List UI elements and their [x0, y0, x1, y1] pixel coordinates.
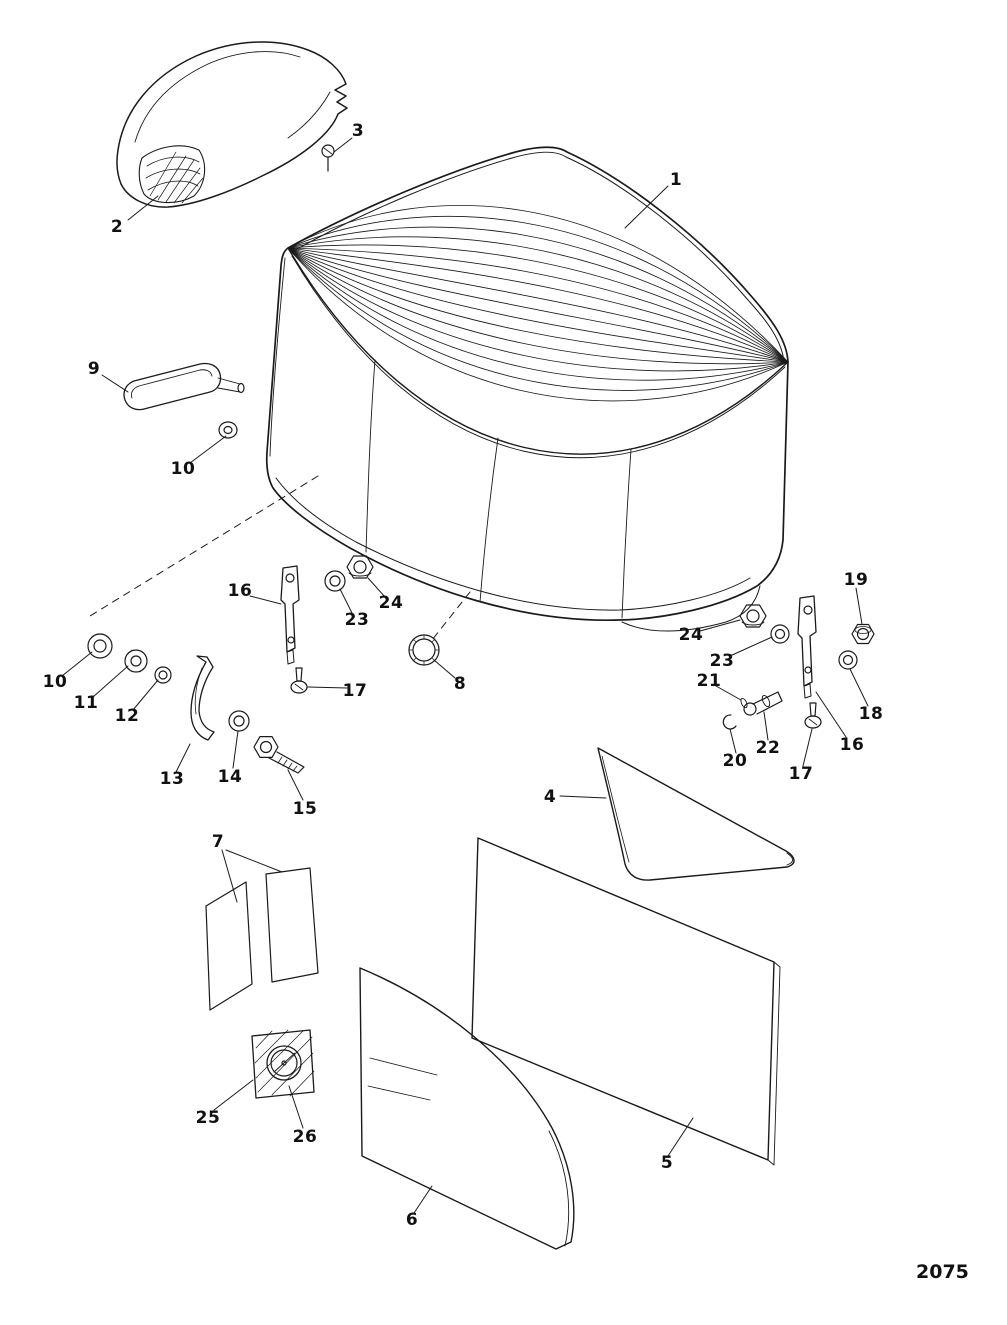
cowl-ribs: [287, 205, 789, 402]
latch-hardware-drawing: [87, 633, 305, 774]
panel-5-drawing: [471, 837, 781, 1166]
part-callout-25: 25: [195, 1108, 221, 1128]
part-callout-6: 6: [405, 1210, 419, 1230]
right-bracket-group-drawing: [722, 595, 875, 730]
part-callout-2: 2: [110, 217, 124, 237]
grip-hatching: [149, 151, 204, 204]
part-callout-20: 20: [722, 751, 748, 771]
part-callout-19: 19: [843, 570, 869, 590]
front-cap-drawing: [116, 41, 348, 208]
part-callout-10: 10: [170, 459, 196, 479]
part-callout-1: 1: [669, 170, 683, 190]
part-callout-11: 11: [73, 693, 99, 713]
panel-6-drawing: [359, 967, 575, 1250]
part-callout-13: 13: [159, 769, 185, 789]
part-callout-7: 7: [211, 832, 225, 852]
callout-leader-lines: [61, 137, 869, 1214]
screw-3-drawing: [321, 144, 335, 172]
reference-dashed-lines: [89, 475, 471, 641]
part-callout-18: 18: [858, 704, 884, 724]
part-callout-16: 16: [227, 581, 253, 601]
diagram-sheet-number: 2075: [916, 1261, 969, 1283]
pad-emblem-drawing: [251, 1029, 315, 1099]
part-callout-3: 3: [351, 121, 365, 141]
part-callout-12: 12: [114, 706, 140, 726]
part-callout-24: 24: [678, 625, 704, 645]
part-callout-15: 15: [292, 799, 318, 819]
panel-4-drawing: [597, 747, 795, 881]
part-callout-24: 24: [378, 593, 404, 613]
part-callout-10: 10: [42, 672, 68, 692]
part-callout-23: 23: [709, 651, 735, 671]
part-callout-8: 8: [453, 674, 467, 694]
part-callout-22: 22: [755, 738, 781, 758]
part-callout-17: 17: [788, 764, 814, 784]
part-callout-9: 9: [87, 359, 101, 379]
top-cowl-drawing: [265, 146, 789, 632]
part-callout-26: 26: [292, 1127, 318, 1147]
part-callout-14: 14: [217, 767, 243, 787]
part-callout-23: 23: [344, 610, 370, 630]
left-bracket-group-drawing: [280, 555, 374, 694]
part-callout-16: 16: [839, 735, 865, 755]
part-callout-21: 21: [696, 671, 722, 691]
seal-plug-drawing: [408, 634, 440, 666]
trim-strips-drawing: [205, 867, 319, 1011]
part-callout-5: 5: [660, 1153, 674, 1173]
latch-handle-drawing: [123, 362, 245, 439]
part-callout-4: 4: [543, 787, 557, 807]
part-callout-17: 17: [342, 681, 368, 701]
